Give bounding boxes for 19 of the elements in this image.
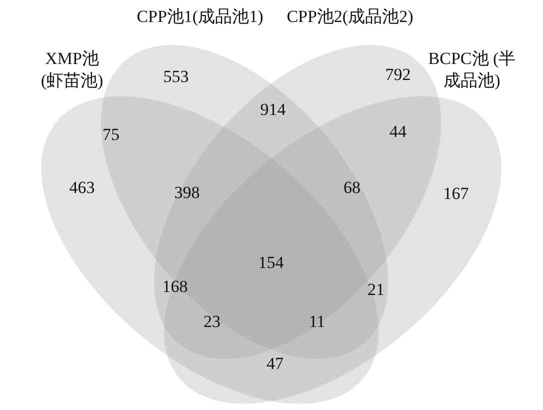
region-count: 47: [266, 354, 284, 374]
set-label: CPP池1(成品池1): [136, 6, 264, 28]
region-count: 167: [443, 184, 469, 204]
region-count: 23: [204, 312, 220, 332]
region-count: 553: [163, 67, 189, 87]
region-count: 21: [368, 280, 384, 300]
region-count: 68: [344, 178, 360, 198]
region-count: 914: [260, 100, 286, 120]
region-count: 44: [390, 122, 406, 142]
region-count: 75: [102, 125, 120, 145]
region-count: 463: [69, 178, 95, 198]
set-label: CPP池2(成品池2): [286, 6, 414, 28]
region-count: 168: [162, 277, 188, 297]
set-label: XMP池 (虾苗池): [40, 48, 104, 92]
region-count: 792: [385, 65, 411, 85]
region-count: 398: [174, 183, 200, 203]
region-count: 154: [258, 253, 284, 273]
set-label: BCPC池 (半成品池): [427, 48, 517, 92]
region-count: 11: [308, 312, 326, 332]
